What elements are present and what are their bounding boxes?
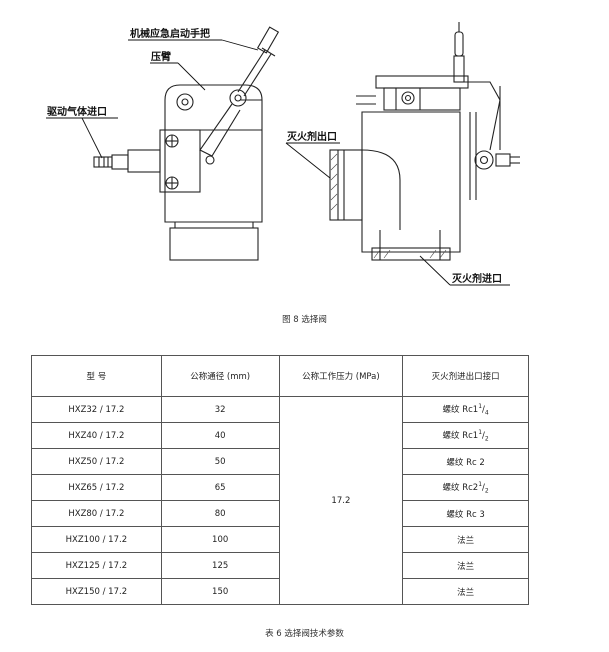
cell-model: HXZ80 / 17.2 — [31, 500, 162, 527]
table-row: HXZ80 / 17.2 80 螺纹 Rc 3 — [31, 500, 529, 527]
cell-port: 法兰 — [402, 526, 529, 553]
valve-spec-table: 型 号 公称通径 (mm) 公称工作压力 (MPa) 灭火剂进出口接口 HXZ3… — [31, 355, 529, 605]
cell-pressure: 17.2 — [278, 396, 404, 605]
table-caption: 表 6 选择阀技术参数 — [265, 629, 344, 639]
cell-port: 法兰 — [402, 552, 529, 579]
cell-model: HXZ32 / 17.2 — [31, 396, 162, 423]
cell-dn: 80 — [160, 500, 280, 527]
label-manual-handle: 机械应急启动手把 — [130, 27, 210, 40]
header-working-pressure: 公称工作压力 (MPa) — [278, 355, 404, 397]
cell-model: HXZ65 / 17.2 — [31, 474, 162, 501]
header-model: 型 号 — [31, 355, 162, 397]
table-row: HXZ65 / 17.2 65 螺纹 Rc21/2 — [31, 474, 529, 501]
cell-port: 螺纹 Rc 2 — [402, 448, 529, 475]
table-row: HXZ32 / 17.2 32 17.2 螺纹 Rc11/4 — [31, 396, 529, 605]
cell-port: 螺纹 Rc21/2 — [402, 474, 529, 501]
table-row: HXZ100 / 17.2 100 法兰 — [31, 526, 529, 553]
table-row: HXZ40 / 17.2 40 螺纹 Rc11/2 — [31, 422, 529, 449]
table-row: HXZ150 / 17.2 150 法兰 — [31, 578, 529, 605]
label-press-arm: 压臂 — [151, 50, 171, 63]
cell-port: 螺纹 Rc11/4 — [402, 396, 529, 423]
cell-port: 螺纹 Rc 3 — [402, 500, 529, 527]
cell-dn: 50 — [160, 448, 280, 475]
cell-dn: 150 — [160, 578, 280, 605]
cell-dn: 65 — [160, 474, 280, 501]
figure-caption: 图 8 选择阀 — [282, 315, 327, 325]
label-drive-gas-inlet: 驱动气体进口 — [47, 105, 107, 118]
table-row: HXZ50 / 17.2 50 螺纹 Rc 2 — [31, 448, 529, 475]
cell-port: 法兰 — [402, 578, 529, 605]
header-port: 灭火剂进出口接口 — [402, 355, 529, 397]
label-agent-outlet: 灭火剂出口 — [286, 130, 337, 143]
cell-model: HXZ150 / 17.2 — [31, 578, 162, 605]
cell-dn: 32 — [160, 396, 280, 423]
table-header-row: 型 号 公称通径 (mm) 公称工作压力 (MPa) 灭火剂进出口接口 — [31, 355, 529, 397]
cell-model: HXZ50 / 17.2 — [31, 448, 162, 475]
label-agent-inlet: 灭火剂进口 — [451, 272, 502, 285]
cell-dn: 125 — [160, 552, 280, 579]
cell-model: HXZ125 / 17.2 — [31, 552, 162, 579]
cell-dn: 40 — [160, 422, 280, 449]
cell-port: 螺纹 Rc11/2 — [402, 422, 529, 449]
cell-model: HXZ40 / 17.2 — [31, 422, 162, 449]
header-nominal-diameter: 公称通径 (mm) — [160, 355, 280, 397]
selector-valve-drawing: 机械应急启动手把 压臂 驱动气体进口 灭火剂出口 灭火剂进口 — [46, 22, 520, 286]
cell-model: HXZ100 / 17.2 — [31, 526, 162, 553]
cell-dn: 100 — [160, 526, 280, 553]
